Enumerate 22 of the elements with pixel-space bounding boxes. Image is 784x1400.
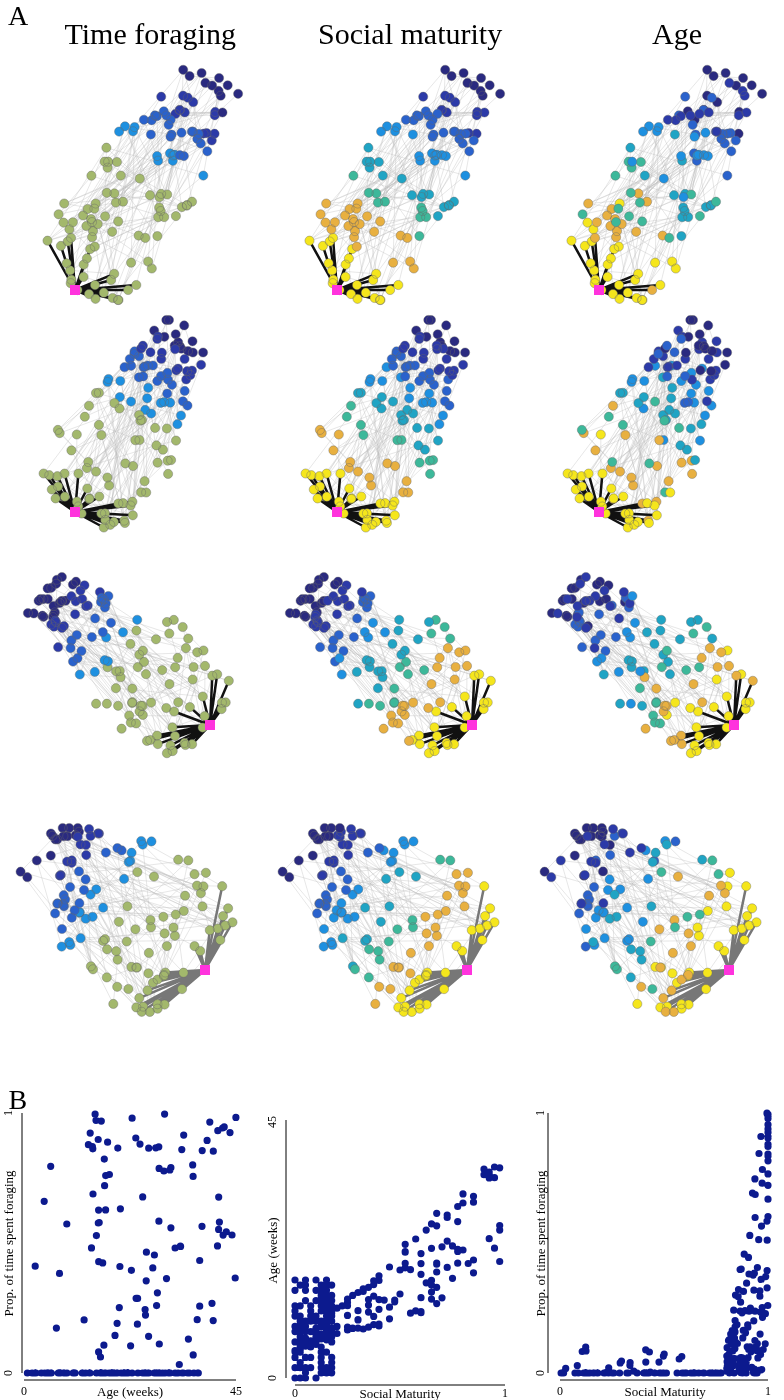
tick-label: 45: [266, 1116, 278, 1128]
column-title: Age: [652, 19, 702, 49]
axis-title: Age (weeks): [97, 1384, 164, 1398]
tick-label: 1: [502, 1387, 508, 1399]
tick-label: 0: [266, 1375, 278, 1381]
column-title: Time foraging: [64, 19, 236, 49]
axis-title: Prop. of time spent foraging: [533, 1169, 547, 1317]
panel-letter: A: [8, 2, 29, 30]
axis-title: Social Maturity: [359, 1386, 441, 1400]
tick-label: 0: [21, 1385, 27, 1397]
column-title: Social maturity: [318, 19, 503, 49]
tick-label: 0: [534, 1370, 546, 1376]
tick-label: 1: [534, 1110, 546, 1116]
tick-label: 45: [230, 1385, 242, 1397]
tick-label: 1: [2, 1110, 14, 1116]
axis-title: Social Maturity: [624, 1384, 706, 1398]
tick-label: 0: [557, 1385, 563, 1397]
tick-label: 0: [292, 1387, 298, 1399]
tick-label: 0: [2, 1370, 14, 1376]
tick-label: 1: [765, 1385, 771, 1397]
axis-title: Prop. of time spent foraging: [1, 1169, 15, 1317]
axis-title: Age (weeks): [265, 1216, 279, 1284]
